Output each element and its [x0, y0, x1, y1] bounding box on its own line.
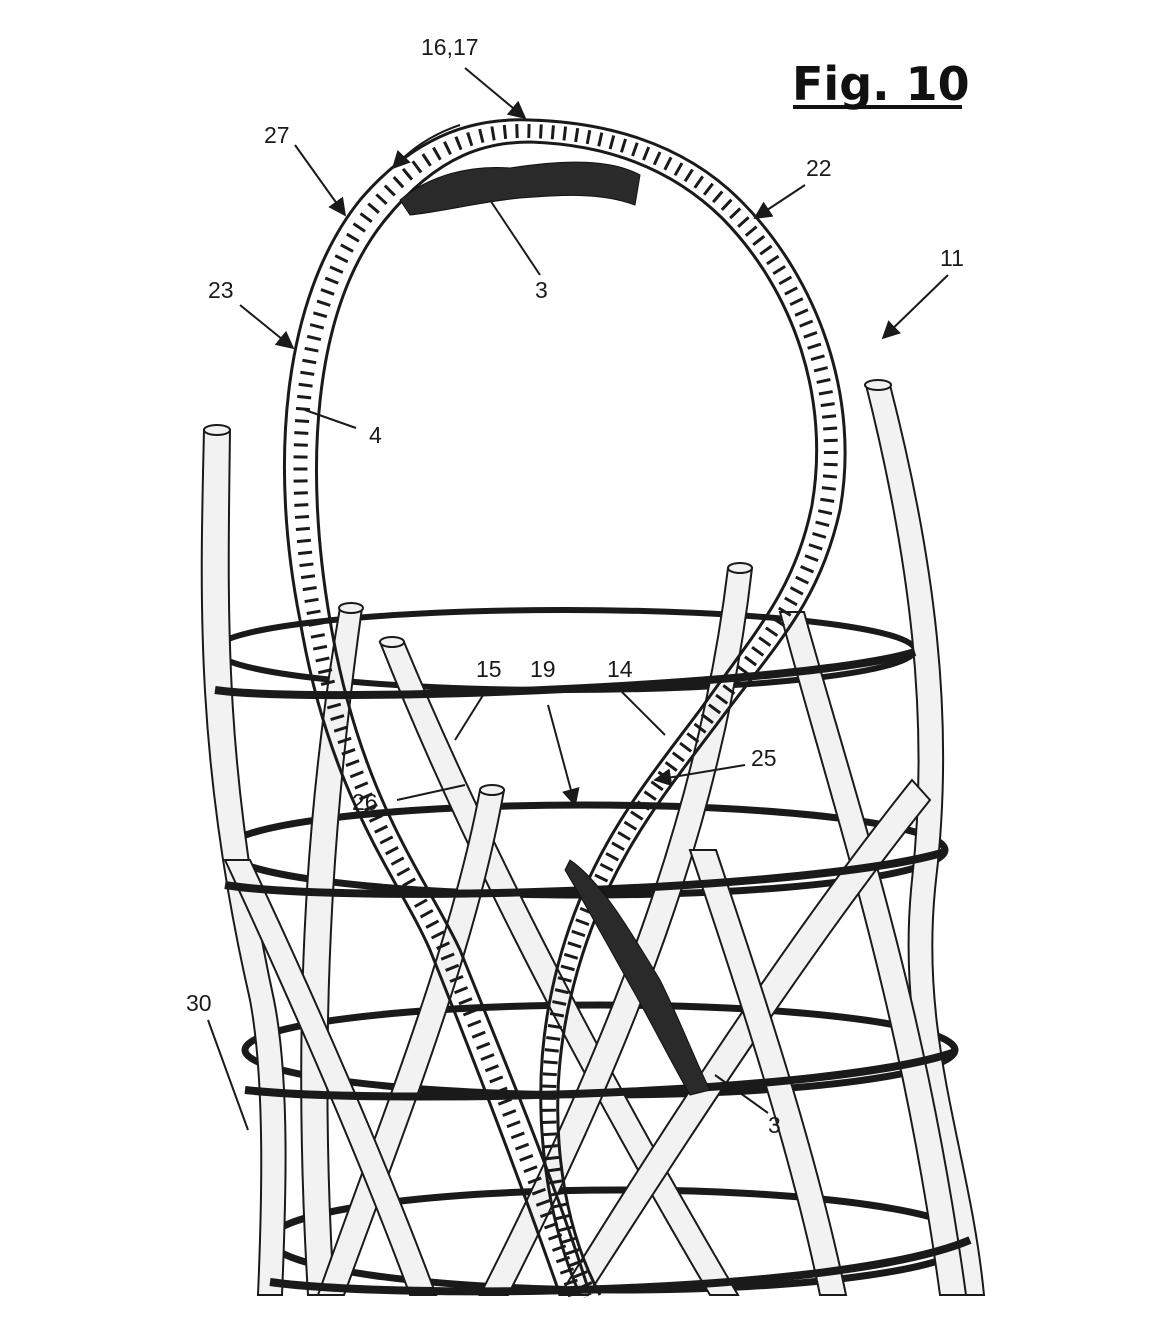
label-27: 27 — [264, 122, 290, 148]
train-top — [399, 161, 641, 216]
ring-front-3 — [244, 1048, 957, 1101]
leader-30 — [207, 1019, 249, 1131]
label-15: 15 — [476, 656, 502, 682]
track-loop — [282, 118, 847, 1299]
arrow-22 — [753, 184, 806, 219]
arrow-23 — [239, 304, 295, 350]
support-column-center-left — [316, 789, 506, 1296]
support-column-right — [864, 384, 986, 1296]
label-3-bottom: 3 — [768, 1112, 781, 1138]
label-11: 11 — [940, 245, 964, 271]
ring-front-1 — [214, 648, 917, 700]
leader-arrows — [207, 67, 949, 1131]
column-cap — [203, 424, 231, 436]
arrow-11 — [881, 274, 949, 340]
arrow-16-17 — [464, 67, 527, 120]
column-cap — [338, 602, 364, 614]
column-cap — [864, 379, 892, 391]
figure-title-text: Fig. 10 — [792, 57, 970, 111]
label-26: 26 — [352, 789, 378, 815]
column-cap — [479, 784, 505, 796]
label-14: 14 — [607, 656, 633, 682]
ring-front-4 — [269, 1236, 972, 1296]
arrow-25 — [653, 764, 746, 787]
support-column-inner-left — [300, 607, 364, 1296]
support-column-diagonal-3 — [558, 778, 932, 1296]
label-23: 23 — [208, 277, 234, 303]
track-outer-rail — [282, 118, 847, 1296]
column-cap — [379, 636, 405, 648]
arrow-19 — [547, 704, 580, 807]
leader-3-bottom — [714, 1074, 769, 1114]
train-bottom — [564, 859, 711, 1096]
direction-arrow — [391, 124, 461, 170]
label-25: 25 — [751, 745, 777, 771]
label-22: 22 — [806, 155, 832, 181]
label-19: 19 — [530, 656, 556, 682]
track-inner-rail — [314, 140, 819, 1296]
label-16-17: 16,17 — [421, 34, 479, 60]
leader-14 — [621, 691, 666, 736]
label-4: 4 — [369, 422, 382, 448]
label-3-top: 3 — [535, 277, 548, 303]
reference-labels: 16,17 27 22 3 11 23 4 15 19 14 25 26 30 … — [186, 34, 964, 1138]
column-cap — [727, 562, 753, 574]
arrow-27 — [294, 144, 347, 217]
figure-title: Fig. 10 — [792, 57, 970, 111]
leader-15 — [454, 691, 486, 741]
support-column-diagonal-2 — [778, 611, 968, 1296]
leader-26 — [396, 784, 466, 801]
leader-3-top — [489, 199, 541, 276]
leader-4 — [304, 409, 357, 429]
label-30: 30 — [186, 990, 212, 1016]
support-column-right-cross — [688, 849, 848, 1296]
train-cars — [399, 161, 711, 1096]
